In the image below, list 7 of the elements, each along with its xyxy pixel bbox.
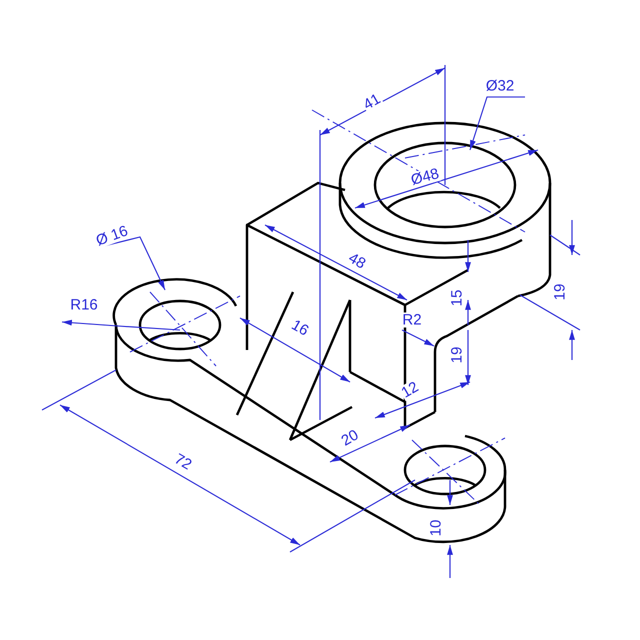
dimension-text: R2 (401, 312, 423, 328)
dimension-text: Ø32 (484, 78, 516, 94)
dimension-text: 10 (428, 518, 444, 538)
dimension-text: 19 (450, 346, 464, 364)
dimension-text: R16 (69, 298, 99, 312)
dimension-text: 15 (450, 288, 464, 308)
dimension-text: 19 (552, 282, 568, 302)
